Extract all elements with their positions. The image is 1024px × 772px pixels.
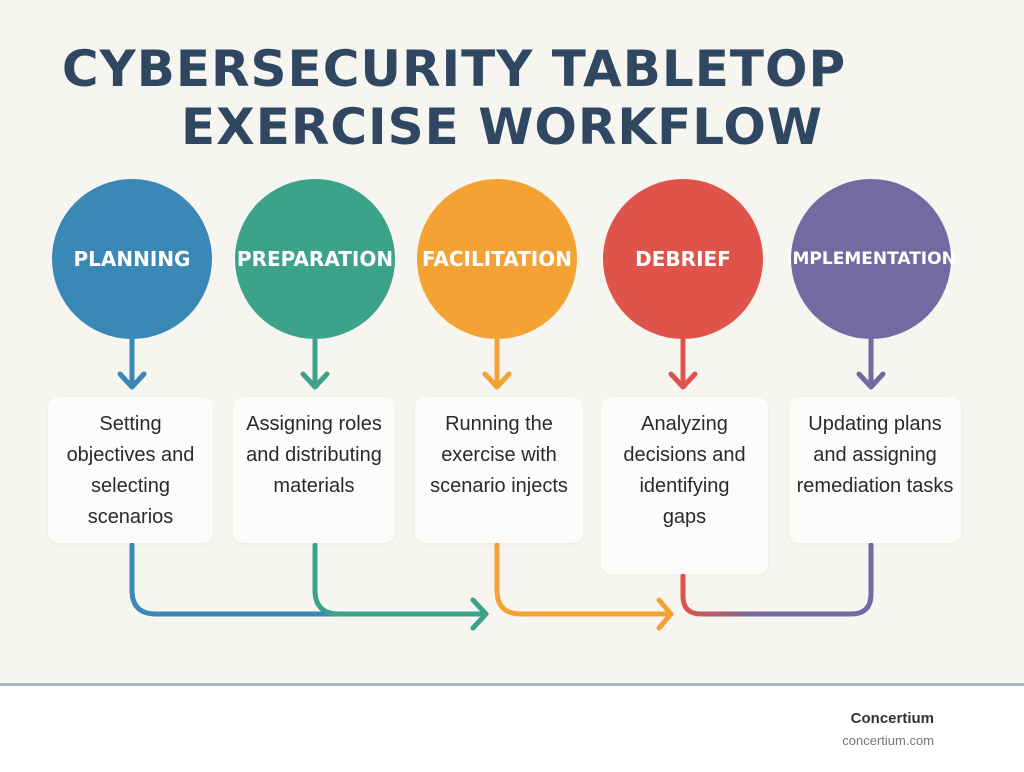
down-arrow-facilitation: [482, 337, 512, 390]
step-label: PLANNING: [73, 247, 191, 271]
step-description-facilitation: Running the exercise with scenario injec…: [415, 397, 583, 543]
description-text: Analyzing decisions and identifying gaps: [623, 413, 746, 528]
step-circle-implementation: IMPLEMENTATION: [786, 179, 956, 339]
step-label: DEBRIEF: [635, 247, 731, 271]
down-arrow-debrief: [668, 337, 698, 390]
down-arrow-implementation: [856, 337, 886, 390]
step-label: FACILITATION: [422, 247, 572, 271]
step-circle-planning: PLANNING: [52, 179, 212, 339]
connector-preparation: [312, 542, 489, 631]
description-text: Setting objectives and selecting scenari…: [66, 413, 195, 528]
step-circle-preparation: PREPARATION: [235, 179, 395, 339]
description-text: Running the exercise with scenario injec…: [430, 413, 568, 497]
connector-planning: [129, 542, 343, 617]
step-label: PREPARATION: [236, 247, 394, 271]
footer-brand: Concertium: [850, 710, 934, 727]
step-description-debrief: Analyzing decisions and identifying gaps: [601, 397, 768, 574]
connector-facilitation: [494, 542, 674, 631]
step-circle-debrief: DEBRIEF: [603, 179, 763, 339]
footer-url[interactable]: concertium.com: [842, 733, 934, 748]
title-line-1: CYBERSECURITY TABLETOP: [61, 40, 847, 98]
down-arrow-preparation: [300, 337, 330, 390]
step-description-planning: Setting objectives and selecting scenari…: [48, 397, 213, 543]
description-text: Assigning roles and distributing materia…: [246, 413, 382, 497]
step-label: IMPLEMENTATION: [786, 249, 956, 269]
step-description-implementation: Updating plans and assigning remediation…: [789, 397, 961, 543]
title-line-2: EXERCISE WORKFLOW: [180, 98, 824, 156]
description-text: Updating plans and assigning remediation…: [796, 413, 954, 497]
step-description-preparation: Assigning roles and distributing materia…: [233, 397, 395, 543]
footer: [0, 683, 1024, 772]
down-arrow-planning: [117, 337, 147, 390]
step-circle-facilitation: FACILITATION: [417, 179, 577, 339]
connector-debrief-implementation: [680, 542, 874, 617]
